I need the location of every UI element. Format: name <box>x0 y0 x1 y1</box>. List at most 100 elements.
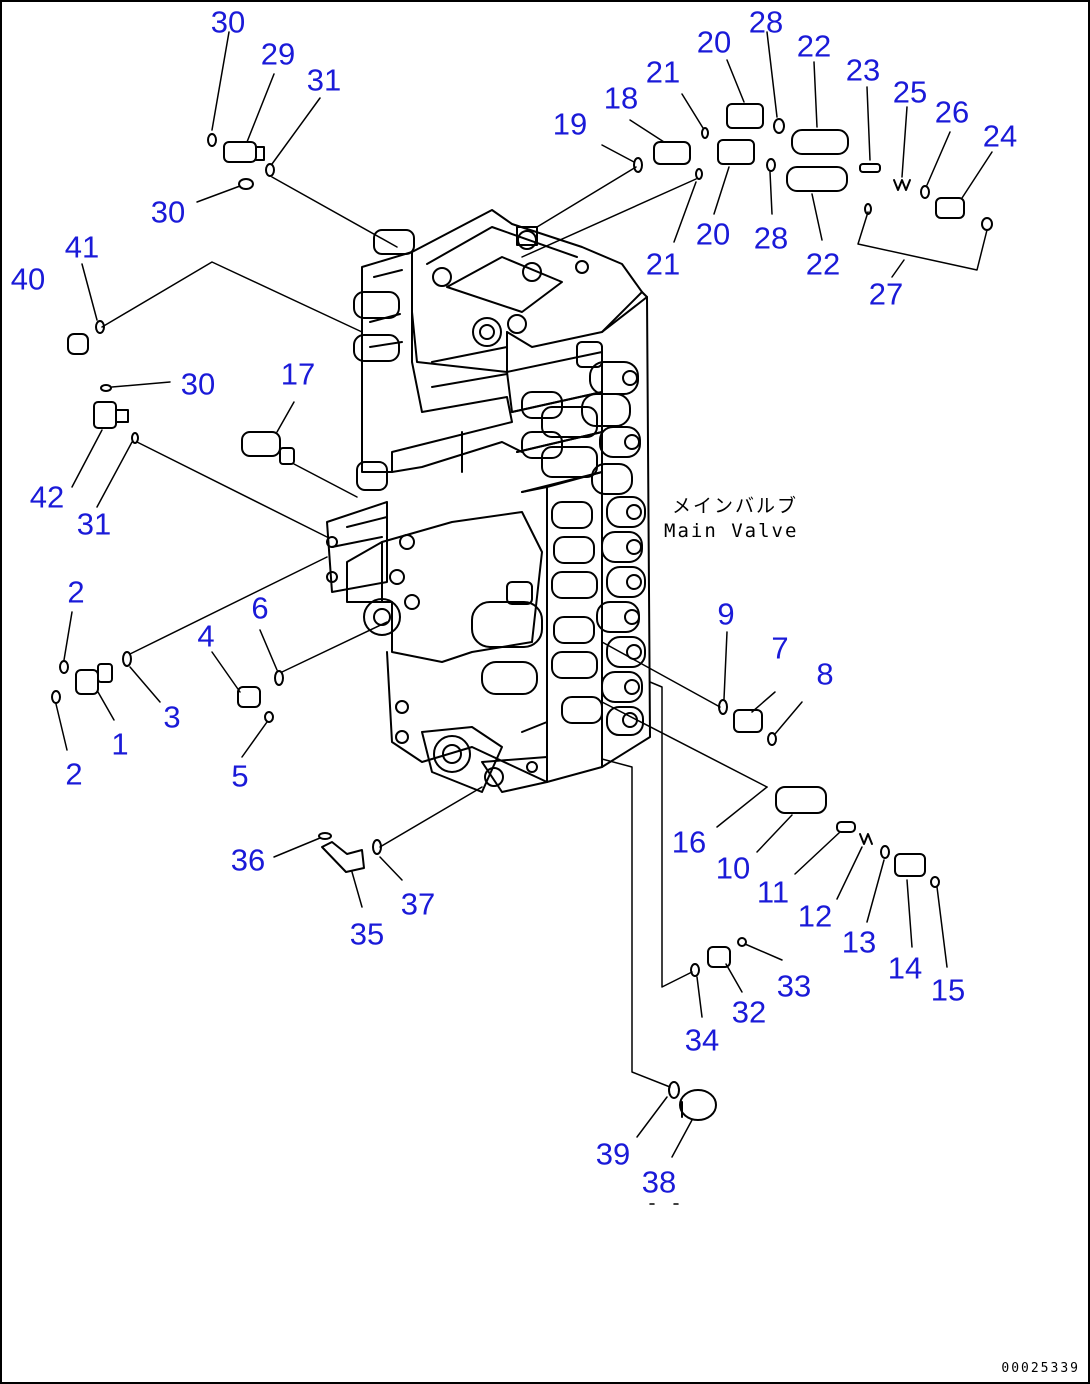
callout-12: 12 <box>797 898 833 934</box>
callout-19: 19 <box>552 106 588 142</box>
part-29-sensor <box>223 141 265 163</box>
part-32-plug <box>707 946 731 968</box>
solenoid-plugs <box>521 341 603 724</box>
callout-8: 8 <box>816 656 834 692</box>
callout-37: 37 <box>400 886 436 922</box>
callout-38: 38 <box>641 1164 677 1200</box>
drawing-number: 00025339 <box>1001 1361 1080 1376</box>
part-31-o-ring <box>265 163 275 177</box>
part-35-elbow <box>321 841 365 873</box>
spool-caps <box>581 361 646 736</box>
callout-2: 2 <box>67 574 85 610</box>
callout-9: 9 <box>717 596 735 632</box>
callout-13: 13 <box>841 924 877 960</box>
callout-21: 21 <box>645 246 681 282</box>
part-8-o-ring <box>767 732 777 746</box>
part-42-fitting <box>93 401 129 429</box>
part-36-o-ring <box>318 832 332 840</box>
callout-3: 3 <box>163 699 181 735</box>
callout-41: 41 <box>64 229 100 265</box>
part-28-o-ring <box>773 118 785 134</box>
part-30-o-ring <box>207 133 217 147</box>
main-valve-label-jp: メインバルブ <box>672 495 799 517</box>
part-23-pin <box>859 163 881 173</box>
part-7-plug <box>733 709 763 733</box>
part-15-o-ring <box>930 876 940 888</box>
callout-20: 20 <box>695 216 731 252</box>
callout-36: 36 <box>230 842 266 878</box>
part-2-o-ring <box>51 690 61 704</box>
part-21-o-ring <box>695 168 703 180</box>
part-17-sensor <box>241 431 295 465</box>
callout-31: 31 <box>306 62 342 98</box>
callout-30: 30 <box>150 194 186 230</box>
callout-42: 42 <box>29 479 65 515</box>
leader-lines <box>55 31 993 1205</box>
callout-18: 18 <box>603 80 639 116</box>
callout-28: 28 <box>748 4 784 40</box>
part-24-plug <box>935 197 965 219</box>
callout-20: 20 <box>696 24 732 60</box>
part-18-plug <box>653 141 691 165</box>
part-41-o-ring <box>95 320 105 334</box>
callout-1: 1 <box>111 726 129 762</box>
callout-28: 28 <box>753 220 789 256</box>
callout-5: 5 <box>231 758 249 794</box>
callout-26: 26 <box>934 94 970 130</box>
callout-16: 16 <box>671 824 707 860</box>
part-6-o-ring <box>274 670 284 686</box>
main-valve-body <box>326 209 651 793</box>
callout-39: 39 <box>595 1136 631 1172</box>
callout-27: 27 <box>868 276 904 312</box>
callout-25: 25 <box>892 74 928 110</box>
main-valve-label-en: Main Valve <box>664 520 799 542</box>
part-4-fitting <box>237 686 261 708</box>
part-3-o-ring <box>122 651 132 667</box>
part-21-o-ring <box>701 127 709 139</box>
callout-29: 29 <box>260 36 296 72</box>
part-2-o-ring <box>59 660 69 674</box>
callout-21: 21 <box>645 54 681 90</box>
callout-10: 10 <box>715 850 751 886</box>
callout-15: 15 <box>930 972 966 1008</box>
part-25-spring <box>893 179 911 191</box>
part-30-o-ring <box>238 178 254 190</box>
callout-30: 30 <box>210 4 246 40</box>
callout-14: 14 <box>887 950 923 986</box>
part-14-plug <box>894 853 926 877</box>
part-26-o-ring <box>920 185 930 199</box>
callout-24: 24 <box>982 118 1018 154</box>
callout-2: 2 <box>65 756 83 792</box>
part-34-o-ring <box>690 963 700 977</box>
part-10-cylinder <box>775 786 827 814</box>
callout-30: 30 <box>180 366 216 402</box>
callout-34: 34 <box>684 1022 720 1058</box>
callout-31: 31 <box>76 506 112 542</box>
callout-4: 4 <box>197 618 215 654</box>
part-39-o-ring <box>668 1081 680 1099</box>
part-31-o-ring <box>131 432 139 444</box>
part-33-o-ring <box>737 937 747 947</box>
part-27-o-ring <box>981 217 993 231</box>
part-28-o-ring <box>766 158 776 172</box>
callout-22: 22 <box>796 28 832 64</box>
part-30-o-ring <box>100 384 112 392</box>
callout-7: 7 <box>771 630 789 666</box>
part-22-cylinder <box>786 129 849 192</box>
part-1-fitting <box>75 663 113 695</box>
callout-22: 22 <box>805 246 841 282</box>
callout-35: 35 <box>349 916 385 952</box>
callout-17: 17 <box>280 356 316 392</box>
part-40-plug <box>67 333 89 355</box>
callout-40: 40 <box>10 261 46 297</box>
callout-33: 33 <box>776 968 812 1004</box>
part-38-cap <box>679 1089 717 1121</box>
callout-6: 6 <box>251 590 269 626</box>
part-19-o-ring <box>633 157 643 173</box>
callout-11: 11 <box>756 874 790 910</box>
part-20-fitting <box>717 103 764 165</box>
part-13-o-ring <box>880 845 890 859</box>
callout-23: 23 <box>845 52 881 88</box>
part-12-spring <box>859 833 873 845</box>
